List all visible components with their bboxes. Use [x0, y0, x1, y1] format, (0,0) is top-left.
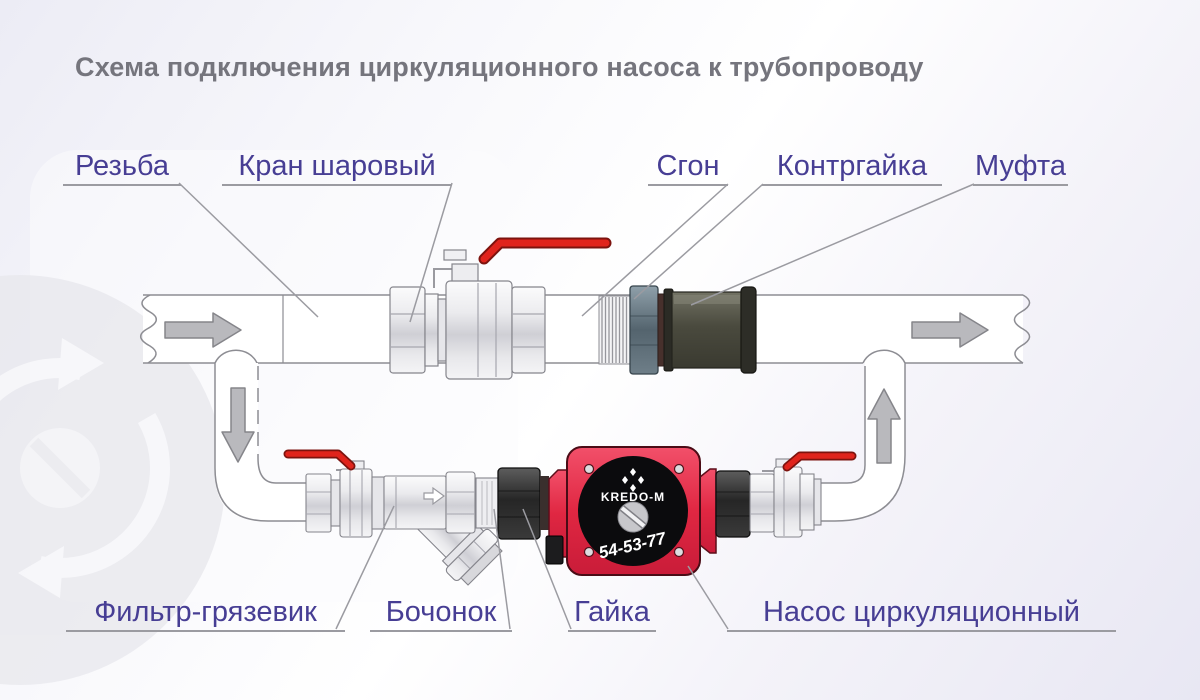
flow-direction-icon [423, 486, 446, 506]
locknut-kontrgayka [629, 285, 665, 375]
label-bochonok: Бочонок [370, 596, 512, 632]
circulation-pump: KREDO-M 54-53-77 [545, 446, 717, 576]
flow-arrow-down [221, 387, 255, 463]
flow-arrows [164, 312, 989, 464]
leader-sgon [581, 183, 729, 317]
label-gayka: Гайка [568, 596, 656, 632]
pipeline-top [140, 294, 1031, 364]
label-sgon: Сгон [648, 150, 728, 186]
pump-flange-right [699, 468, 717, 554]
pump-nut-right [715, 470, 751, 538]
valve-handle-red [283, 449, 356, 471]
flow-arrow-right-outlet [911, 312, 989, 348]
pipe-break-left [140, 294, 157, 364]
ball-valve-left [283, 449, 373, 538]
pipe-break-right [1013, 294, 1031, 364]
leader-filtr [335, 505, 395, 630]
leader-gayka [522, 508, 572, 630]
pump-cable-box [545, 535, 564, 565]
label-mufta: Муфта [973, 150, 1068, 186]
ball-valve-right [749, 451, 857, 538]
watermark-pump-logo [0, 275, 225, 685]
pump-screws [583, 463, 685, 558]
flow-arrow-right-inlet [164, 312, 242, 348]
flow-arrow-up [867, 388, 901, 464]
valve-handle-red [782, 451, 857, 472]
strainer-filter [371, 471, 503, 586]
leader-bochonok [493, 508, 511, 630]
label-kontrgayka: Контргайка [762, 150, 942, 186]
ball-valve-top [389, 237, 612, 380]
leader-mufta [690, 183, 975, 306]
leader-lines [178, 182, 975, 630]
page-title: Схема подключения циркуляционного насоса… [75, 52, 924, 82]
label-filtr-gryazevik: Фильтр-грязевик [66, 596, 345, 632]
nipple-sgon [598, 295, 631, 365]
label-kran-sharovy: Кран шаровый [222, 150, 452, 186]
leader-kran [409, 182, 453, 323]
coupling-mufta [663, 286, 757, 374]
pump-nut-left [497, 467, 549, 540]
label-nasos-cirkulyacionny: Насос циркуляционный [727, 596, 1116, 632]
pump-brand-logo-icon [622, 468, 644, 492]
leader-nasos [687, 565, 729, 630]
barrel-nipple-bochonok [475, 477, 499, 529]
label-rezba: Резьба [63, 150, 181, 186]
leader-kontrgayka [633, 183, 764, 300]
valve-handle-red [478, 237, 612, 265]
leader-rezba [178, 182, 319, 318]
pump-brand-text: KREDO-M [601, 490, 665, 504]
